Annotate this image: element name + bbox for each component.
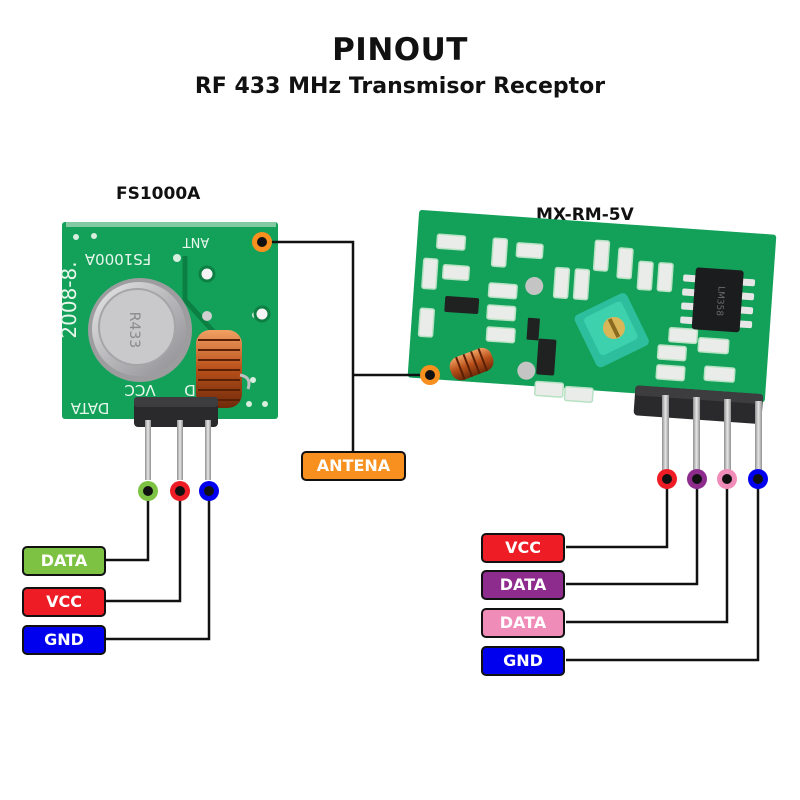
rx-pin-leg: [693, 397, 700, 475]
rx-tuning-coil: [574, 293, 649, 368]
rx-antenna-coil: [449, 347, 494, 381]
page-subtitle: RF 433 MHz Transmisor Receptor: [194, 74, 606, 99]
rx-pin-label-vcc: VCC: [481, 533, 565, 563]
tx-silk-gnd: D: [184, 381, 196, 399]
rx-pin-header-top: [635, 385, 764, 405]
connector-wires: [106, 240, 760, 662]
rx-pin-dot-1-center: [692, 474, 702, 484]
rx-pin-leg: [755, 401, 762, 475]
tx-pin-leg: [177, 420, 183, 480]
wire-rx-data2: [566, 479, 729, 624]
antenna-dot-rx-center: [425, 370, 435, 380]
rx-hole: [517, 361, 536, 380]
tx-via: [91, 233, 97, 239]
wire-rx-data1: [566, 479, 699, 586]
wire-rx-gnd: [566, 479, 760, 662]
tx-pin-label-gnd: GND: [22, 625, 106, 655]
tx-crystal-marking: R433: [126, 312, 142, 348]
tx-pin-header-top: [134, 397, 218, 407]
tx-via: [246, 401, 252, 407]
rx-smd-components: [417, 233, 736, 403]
tx-silk-ant: ANT: [183, 234, 210, 249]
rx-pin-leg: [724, 399, 731, 475]
wire-tx-gnd: [106, 491, 211, 641]
wire-antenna-tx: [262, 240, 355, 452]
tx-pin-dot-vcc-center: [175, 486, 185, 496]
tx-crystal-top: [98, 288, 176, 366]
tx-via: [250, 377, 256, 383]
tx-via: [173, 254, 181, 262]
tx-hole: [253, 305, 271, 323]
rx-pin-dot-0-center: [662, 474, 672, 484]
tx-pin-dot-gnd-center: [204, 486, 214, 496]
tx-silk-date: 2008-8.: [57, 261, 81, 338]
tx-pin-label-vcc: VCC: [22, 587, 106, 617]
rx-smd-dark: [526, 317, 540, 341]
rx-ic-chip: LM358: [680, 267, 756, 333]
rx-pin-dot-3-center: [753, 474, 763, 484]
rx-pin-label-data1: DATA: [481, 570, 565, 600]
wire-rx-vcc: [566, 479, 669, 549]
tx-hole: [198, 265, 216, 283]
rx-transistor: [444, 295, 480, 315]
transmitter-name: FS1000A: [116, 184, 201, 204]
antenna-dot-tx-center: [257, 237, 267, 247]
antenna-label: ANTENA: [301, 451, 406, 481]
tx-silk-vcc: VCC: [124, 381, 155, 399]
tx-pcb-edge: [66, 222, 276, 227]
tx-pin-leg: [205, 420, 211, 480]
tx-via: [202, 311, 212, 321]
wire-tx-data: [106, 491, 150, 562]
receiver-board: LM358: [407, 210, 777, 424]
rx-transistor: [536, 338, 557, 376]
tx-silk-data: DATA: [70, 399, 109, 417]
rx-hole: [525, 277, 544, 296]
rx-pin-label-gnd: GND: [481, 646, 565, 676]
tx-antenna-coil: [196, 330, 251, 408]
tx-pin-leg: [145, 420, 151, 480]
page-title: PINOUT: [332, 32, 468, 68]
tx-via: [262, 401, 268, 407]
rx-pin-dot-2-center: [722, 474, 732, 484]
tx-pin-label-data: DATA: [22, 546, 106, 576]
transmitter-board: R433 2008-8. FS1000A ANT VCC DATA D: [57, 222, 278, 480]
wire-tx-vcc: [106, 491, 182, 603]
rx-pin-leg: [662, 395, 669, 475]
tx-silk-model: FS1000A: [84, 250, 151, 268]
rx-ic-marking: LM358: [714, 286, 726, 317]
tx-pin-dot-data-center: [143, 486, 153, 496]
tx-via: [73, 234, 79, 240]
rx-pin-label-data2: DATA: [481, 608, 565, 638]
